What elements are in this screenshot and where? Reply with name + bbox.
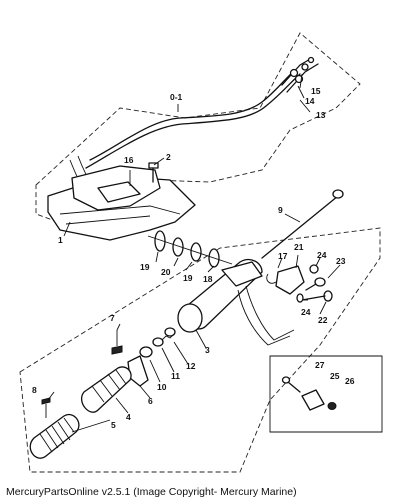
nut-24a bbox=[309, 264, 319, 274]
label-11: 11 bbox=[171, 371, 180, 381]
control-cable-2 bbox=[85, 73, 301, 169]
label-4: 4 bbox=[126, 412, 131, 422]
bolt-22-shank bbox=[301, 295, 326, 301]
inset-nut-26 bbox=[327, 402, 337, 410]
shift-rod-knob bbox=[332, 189, 344, 199]
throttle-group-outline bbox=[19, 227, 381, 473]
label-5: 5 bbox=[111, 420, 116, 430]
label-10: 10 bbox=[157, 382, 167, 392]
screw-2-head bbox=[148, 162, 159, 169]
label-14: 14 bbox=[305, 96, 315, 106]
screw-7-head bbox=[111, 345, 123, 355]
label-27: 27 bbox=[315, 360, 325, 370]
washer-19a bbox=[154, 230, 166, 252]
label-0-1: 0-1 bbox=[170, 92, 183, 102]
label-22: 22 bbox=[318, 315, 328, 325]
label-17: 17 bbox=[278, 251, 288, 261]
label-1: 1 bbox=[58, 235, 63, 245]
label-15: 15 bbox=[311, 86, 321, 96]
tube-end-3 bbox=[177, 303, 203, 333]
inset-bracket-25 bbox=[301, 389, 325, 411]
grip-5-ribs bbox=[39, 417, 75, 453]
grip-5 bbox=[29, 413, 80, 459]
label-24a: 24 bbox=[317, 250, 327, 260]
spring-12 bbox=[164, 327, 176, 337]
bracket-21 bbox=[275, 265, 305, 295]
tube-wire-a bbox=[237, 289, 291, 346]
label-9: 9 bbox=[278, 205, 283, 215]
washer-24b bbox=[296, 293, 304, 303]
inset-screw-27 bbox=[287, 381, 301, 393]
label-7: 7 bbox=[110, 313, 115, 323]
inset-box bbox=[269, 355, 383, 433]
grip-4 bbox=[81, 366, 132, 413]
label-20: 20 bbox=[161, 267, 171, 277]
cable-eye-d bbox=[307, 56, 315, 64]
cable-eye-c bbox=[301, 63, 309, 71]
label-18: 18 bbox=[203, 274, 213, 284]
housing-ridge-b bbox=[65, 215, 151, 225]
label-8: 8 bbox=[32, 385, 37, 395]
label-6: 6 bbox=[148, 396, 153, 406]
label-24b: 24 bbox=[301, 307, 311, 317]
washer-20 bbox=[172, 237, 184, 257]
label-23: 23 bbox=[336, 256, 346, 266]
inset-screw-27-head bbox=[281, 376, 291, 384]
tube-arm bbox=[221, 261, 263, 287]
spring-coil bbox=[161, 333, 175, 341]
copyright-footer: MercuryPartsOnline v2.5.1 (Image Copyrig… bbox=[6, 486, 297, 498]
washer-axis bbox=[147, 235, 233, 265]
label-2: 2 bbox=[166, 152, 171, 162]
shift-rod-9 bbox=[261, 195, 339, 259]
bolt-23-head bbox=[314, 277, 326, 287]
housing-tab bbox=[97, 181, 141, 203]
grip-4-rings bbox=[91, 369, 127, 403]
clip-17 bbox=[266, 273, 277, 284]
cable-end-14 bbox=[286, 63, 319, 93]
label-3: 3 bbox=[205, 345, 210, 355]
leader-lines bbox=[47, 73, 341, 433]
label-16: 16 bbox=[124, 155, 134, 165]
cable-eye-a bbox=[289, 68, 299, 78]
spring-10 bbox=[139, 346, 153, 358]
bolt-23-shank bbox=[305, 283, 317, 291]
label-25: 25 bbox=[330, 371, 340, 381]
label-19b: 19 bbox=[183, 273, 193, 283]
control-cable bbox=[89, 69, 296, 161]
cam-6 bbox=[127, 355, 149, 387]
housing-ridge-a bbox=[59, 205, 181, 215]
label-26: 26 bbox=[345, 376, 355, 386]
label-12: 12 bbox=[186, 361, 196, 371]
spring-11 bbox=[152, 337, 164, 347]
label-21: 21 bbox=[294, 242, 304, 252]
tube-wire-b bbox=[245, 285, 295, 341]
label-19a: 19 bbox=[140, 262, 150, 272]
label-13: 13 bbox=[316, 110, 326, 120]
